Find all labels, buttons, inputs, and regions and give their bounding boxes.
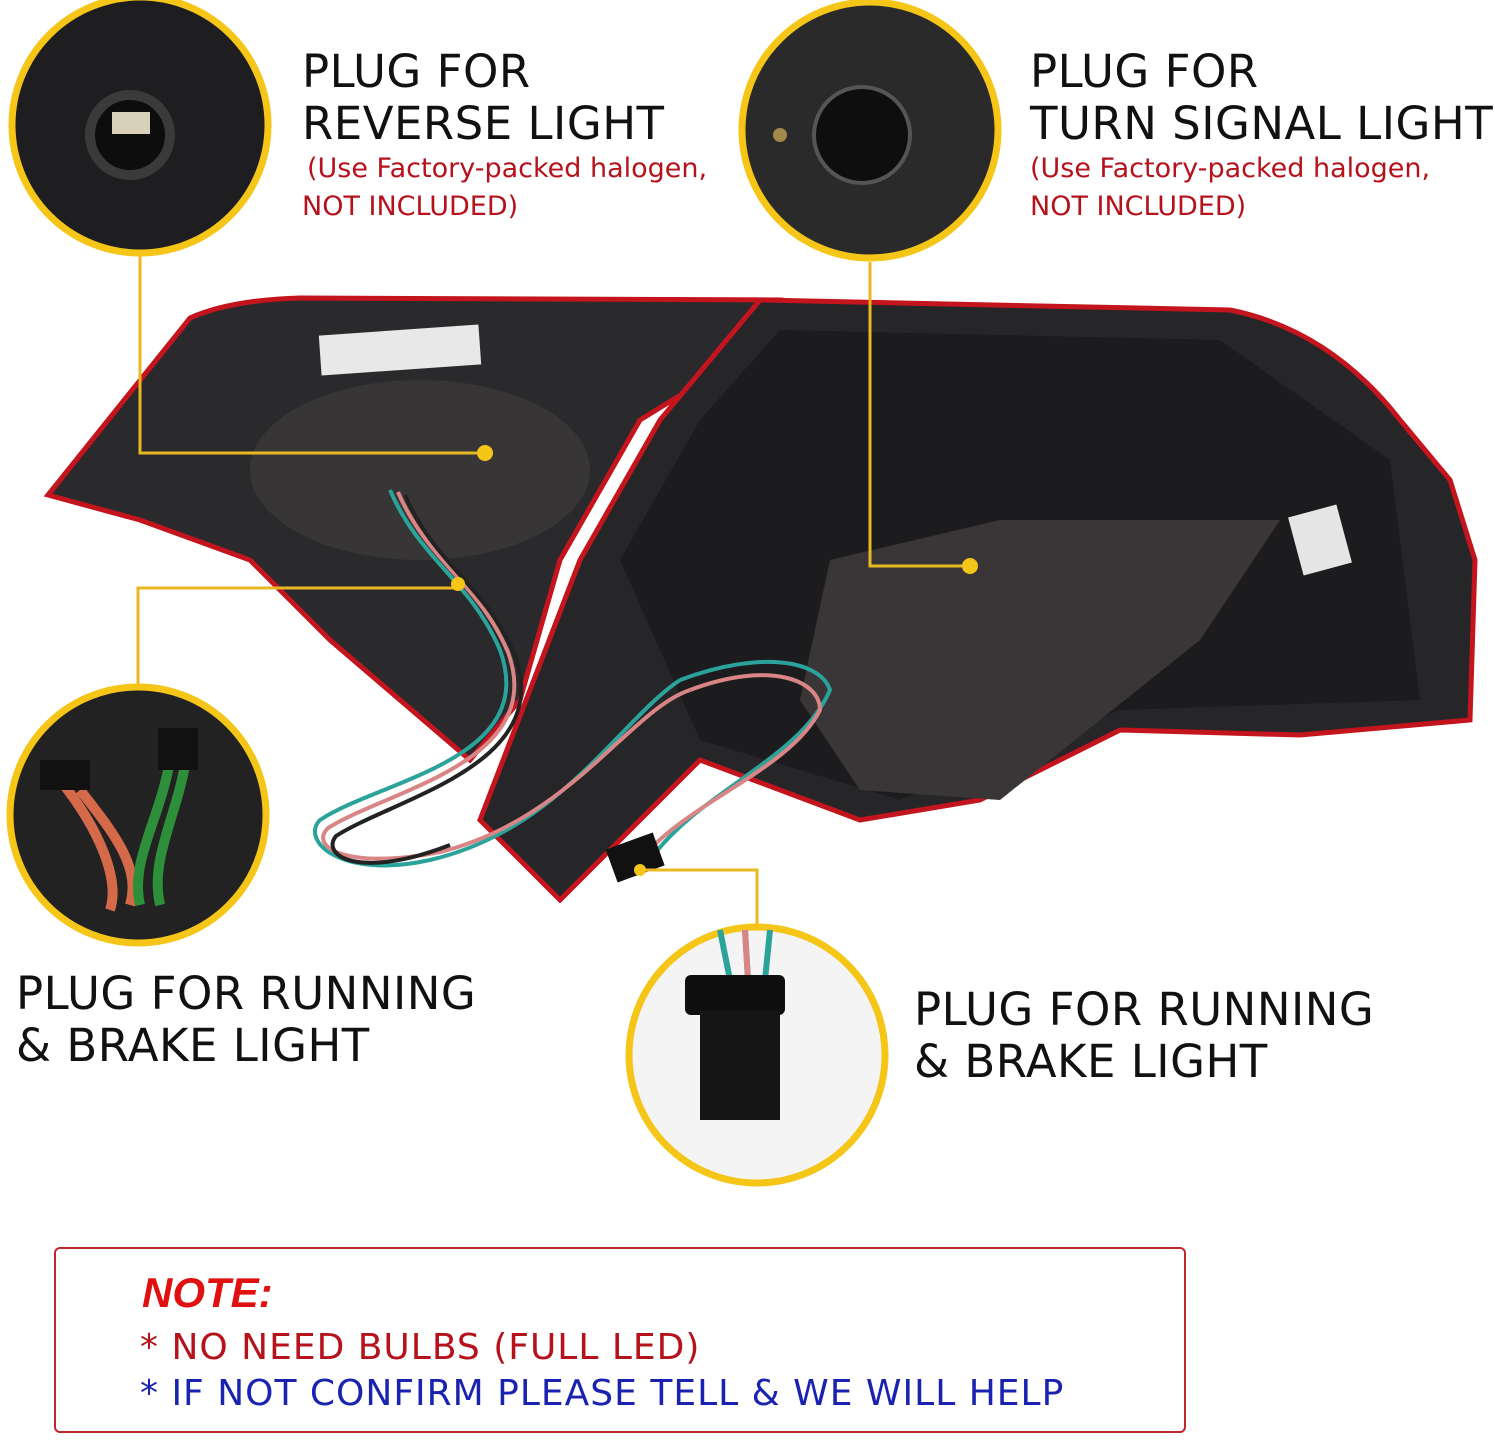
leader-lines: [136, 255, 970, 925]
callout-title: PLUG FOR RUNNING: [16, 967, 477, 1020]
white-label: [1288, 504, 1352, 576]
callout-title: PLUG FOR RUNNING: [914, 983, 1375, 1036]
callout-turn-signal-light: PLUG FOR TURN SIGNAL LIGHT (Use Factory-…: [1030, 46, 1493, 226]
callout-note: NOT INCLUDED): [1030, 191, 1247, 222]
callout-running-brake-right-circle: [625, 923, 889, 1187]
wire-harness: [313, 489, 833, 868]
callout-title: & BRAKE LIGHT: [16, 1019, 370, 1072]
callout-title: PLUG FOR: [302, 45, 531, 98]
callout-running-brake-right: PLUG FOR RUNNING & BRAKE LIGHT: [914, 984, 1374, 1088]
callout-title: TURN SIGNAL LIGHT: [1030, 97, 1494, 150]
callout-note: (Use Factory-packed halogen,: [1030, 153, 1431, 184]
reverse-socket-gasket: [250, 380, 590, 560]
leader-dots: [451, 445, 978, 876]
callout-note: (Use Factory-packed halogen,: [307, 153, 708, 184]
note-title: NOTE:: [142, 1269, 273, 1316]
callout-running-brake-left-circle: [6, 683, 270, 947]
barcode-label: [318, 324, 482, 376]
callout-title: PLUG FOR: [1030, 45, 1259, 98]
callout-title: REVERSE LIGHT: [302, 97, 665, 150]
note-box: NOTE: * NO NEED BULBS (FULL LED) * IF NO…: [54, 1247, 1186, 1433]
callout-turn-signal-circle: [738, 0, 1002, 262]
callout-reverse-circle: [8, 0, 272, 257]
note-line-no-bulbs: * NO NEED BULBS (FULL LED): [140, 1327, 701, 1368]
callout-running-brake-left: PLUG FOR RUNNING & BRAKE LIGHT: [16, 968, 476, 1072]
callout-title: & BRAKE LIGHT: [914, 1035, 1268, 1088]
note-line-help: * IF NOT CONFIRM PLEASE TELL & WE WILL H…: [140, 1373, 1065, 1414]
callout-reverse-light: PLUG FOR REVERSE LIGHT (Use Factory-pack…: [302, 46, 707, 226]
turn-socket-gasket: [800, 520, 1280, 800]
callout-note: NOT INCLUDED): [302, 191, 519, 222]
